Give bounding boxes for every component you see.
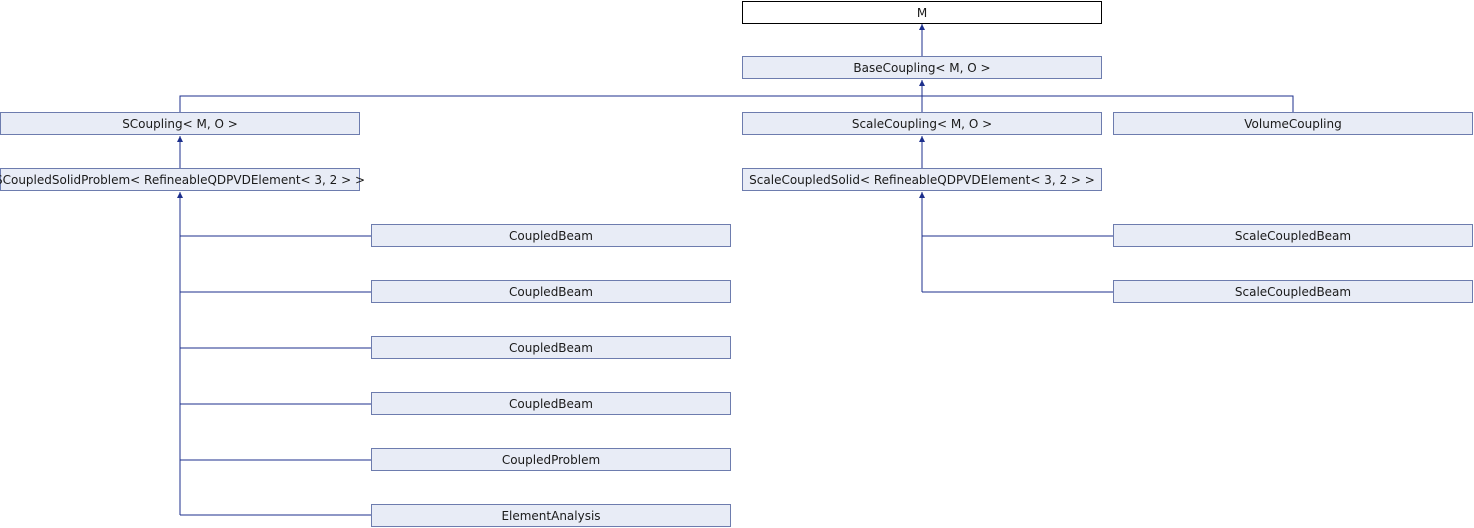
node-scale-coupling[interactable]: ScaleCoupling< M, O > xyxy=(742,112,1102,135)
node-scale-coupled-beam-2[interactable]: ScaleCoupledBeam xyxy=(1113,280,1473,303)
node-m: M xyxy=(742,1,1102,24)
node-coupled-beam-3-label: CoupledBeam xyxy=(509,340,593,355)
node-coupled-beam-1[interactable]: CoupledBeam xyxy=(371,224,731,247)
node-s-coupled-solid-problem-label: SCoupledSolidProblem< RefineableQDPVDEle… xyxy=(0,172,366,187)
node-scale-coupled-solid-label: ScaleCoupledSolid< RefineableQDPVDElemen… xyxy=(749,172,1095,187)
node-coupled-beam-2-label: CoupledBeam xyxy=(509,284,593,299)
node-coupled-problem[interactable]: CoupledProblem xyxy=(371,448,731,471)
node-scale-coupled-beam-2-label: ScaleCoupledBeam xyxy=(1234,284,1352,299)
node-coupled-beam-2[interactable]: CoupledBeam xyxy=(371,280,731,303)
node-s-coupled-solid-problem[interactable]: SCoupledSolidProblem< RefineableQDPVDEle… xyxy=(0,168,365,191)
node-s-coupling[interactable]: SCoupling< M, O > xyxy=(0,112,360,135)
node-coupled-problem-label: CoupledProblem xyxy=(501,452,601,467)
node-m-label: M xyxy=(916,5,928,20)
node-scale-coupled-beam-1-label: ScaleCoupledBeam xyxy=(1234,228,1352,243)
node-base-coupling-label: BaseCoupling< M, O > xyxy=(853,60,991,75)
node-volume-coupling[interactable]: VolumeCoupling xyxy=(1113,112,1473,135)
node-base-coupling[interactable]: BaseCoupling< M, O > xyxy=(742,56,1102,79)
node-coupled-beam-4-label: CoupledBeam xyxy=(509,396,593,411)
node-scale-coupling-label: ScaleCoupling< M, O > xyxy=(851,116,993,131)
node-element-analysis[interactable]: ElementAnalysis xyxy=(371,504,731,527)
node-element-analysis-label: ElementAnalysis xyxy=(501,508,601,523)
edge-scoupling-to-basecoupling xyxy=(179,95,922,112)
node-s-coupling-label: SCoupling< M, O > xyxy=(122,116,238,131)
node-volume-coupling-label: VolumeCoupling xyxy=(1244,116,1342,131)
node-coupled-beam-3[interactable]: CoupledBeam xyxy=(371,336,731,359)
edge-volumecoupling-to-basecoupling xyxy=(922,95,1294,112)
node-scale-coupled-beam-1[interactable]: ScaleCoupledBeam xyxy=(1113,224,1473,247)
node-scale-coupled-solid[interactable]: ScaleCoupledSolid< RefineableQDPVDElemen… xyxy=(742,168,1102,191)
node-coupled-beam-4[interactable]: CoupledBeam xyxy=(371,392,731,415)
node-coupled-beam-1-label: CoupledBeam xyxy=(509,228,593,243)
